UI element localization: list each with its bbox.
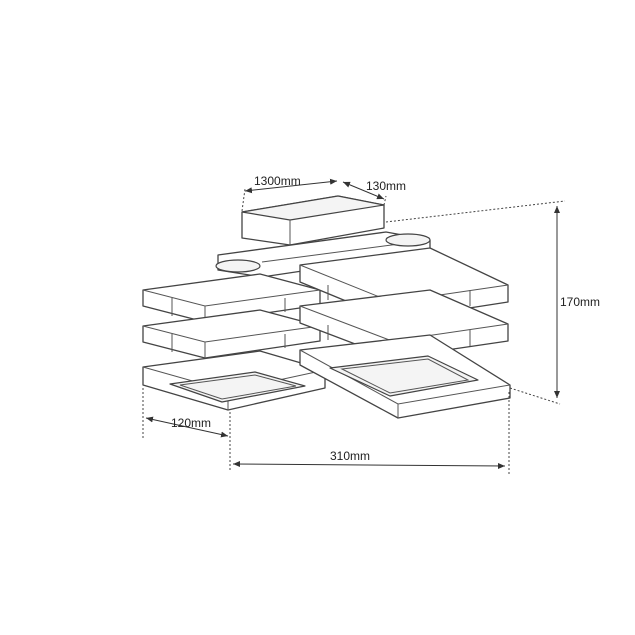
canopy-depth-label: 130mm: [366, 179, 406, 193]
dimension-canopy-depth: 130mm: [342, 179, 406, 206]
right-lamp-head: [299, 247, 511, 419]
dimension-height: 170mm: [385, 200, 600, 405]
height-label: 170mm: [560, 295, 600, 309]
shade-width-label: 120mm: [171, 416, 211, 430]
dimension-canopy-length: 1300mm: [241, 174, 338, 212]
left-lamp-head: [142, 273, 326, 411]
ceiling-canopy: [241, 195, 385, 246]
canopy-length-label: 1300mm: [254, 174, 301, 188]
center-arm: [215, 231, 431, 278]
dimension-total-width: 310mm: [229, 392, 510, 476]
dimension-shade-width: 120mm: [142, 388, 231, 442]
total-width-label: 310mm: [330, 449, 370, 463]
